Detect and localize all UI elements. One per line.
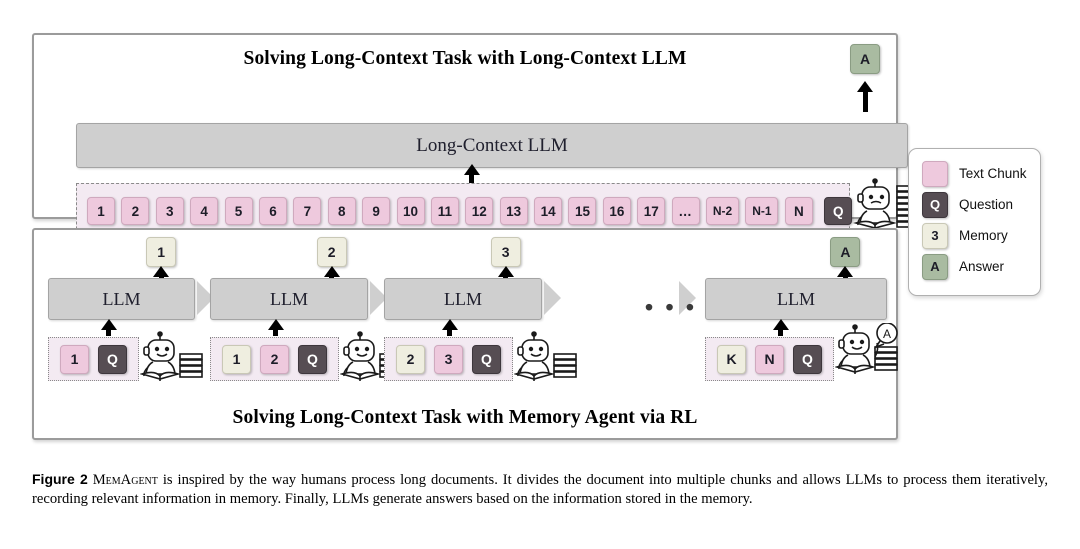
llm-bar-step-4: LLM [705,278,887,320]
bottom-panel: Solving Long-Context Task with Memory Ag… [32,228,898,440]
legend-label: Memory [959,228,1008,243]
happy-robot-reading-icon [514,331,577,381]
input-token-box: Q [793,344,822,374]
input-token-box: 1 [60,344,89,374]
chunk-box: 5 [224,197,253,225]
output-arrow-head [837,266,854,277]
llm-bar-step-3: LLM [384,278,542,320]
input-arrow-head [267,319,284,330]
legend-row: 3 Memory [909,220,1040,251]
input-arrow [273,324,279,336]
svg-text:A: A [883,327,891,341]
llm-bar-label: LLM [270,288,308,309]
step-output-box-1: 1 [146,237,177,267]
llm-bar-label: LLM [777,288,815,309]
chunk-box: 16 [602,197,631,225]
legend-swatch-memory: 3 [922,222,948,249]
input-token-box: 2 [260,344,289,374]
input-token-box: K [717,344,746,374]
output-arrow-head [497,266,514,277]
figure-caption: Figure 2 MemAgent is inspired by the way… [32,470,1048,510]
figure-number: Figure 2 [32,471,88,487]
chunk-box: 3 [155,197,184,225]
step-connector-triangle [544,281,561,315]
chunk-box: 1 [87,197,115,225]
chunk-box: 15 [568,197,597,225]
chunk-box: 4 [190,197,219,225]
top-answer-box: A [850,44,880,74]
top-panel: Solving Long-Context Task with Long-Cont… [32,33,923,239]
chunk-box: 2 [121,197,150,225]
output-arrow-head [323,266,340,277]
llm-bar-step-2: LLM [210,278,368,320]
legend-row: Q Question [909,189,1040,220]
input-token-box: N [755,344,784,374]
legend-row: A Answer [909,251,1040,282]
chunk-box: 6 [258,197,287,225]
legend-swatch-answer: A [922,253,948,280]
happy-robot-reading-icon [140,331,203,381]
question-box: Q [824,197,853,225]
legend-swatch-chunk [922,160,948,187]
happy-robot-answer-icon: A [835,323,898,374]
input-token-box: 1 [222,344,251,374]
chunk-box: 14 [534,197,563,225]
llm-bar-label: LLM [102,288,141,309]
bottom-panel-title: Solving Long-Context Task with Memory Ag… [232,407,698,428]
input-arrow-head [441,319,458,330]
llm-bar-label: LLM [444,288,482,309]
chunk-box: 12 [465,197,494,225]
input-token-box: Q [98,344,127,374]
chunk-box: 13 [499,197,528,225]
input-token-box: Q [472,344,501,374]
caption-body: is inspired by the way humans process lo… [32,472,1048,508]
input-arrow-head [100,319,117,330]
chunk-box: … [671,197,700,225]
input-token-box: 2 [396,344,425,374]
long-context-llm-bar: Long-Context LLM [76,123,908,168]
step-connector-triangle [679,281,696,315]
legend-label: Question [959,197,1014,212]
input-arrow [778,324,784,336]
step-output-box-3: 3 [490,237,521,267]
chunk-box: 11 [430,197,459,225]
chunk-box: 10 [396,197,425,225]
chunk-box: 9 [362,197,391,225]
chunk-box: N-1 [745,197,779,225]
chunk-box: 17 [637,197,666,225]
top-panel-title: Solving Long-Context Task with Long-Cont… [243,48,687,69]
chunk-box: N [784,197,813,225]
input-token-box: Q [298,344,327,374]
step-output-box-4: A [830,237,861,267]
llm-bar-step-1: LLM [48,278,195,320]
input-arrow [106,324,112,336]
step-connector-triangle [197,281,214,315]
caption-lead: MemAgent [92,472,158,488]
legend-swatch-question: Q [922,191,948,218]
step-connector-triangle [370,281,387,315]
input-token-box: 3 [434,344,463,374]
output-arrow-head [153,266,170,277]
legend-row: Text Chunk [909,158,1040,189]
legend-label: Answer [959,259,1005,274]
legend-label: Text Chunk [959,166,1027,181]
steps-ellipsis: • • • [645,294,697,320]
chunk-box: 8 [327,197,356,225]
step-output-box-2: 2 [316,237,347,267]
chunk-box: N-2 [706,197,740,225]
input-arrow-head [772,319,789,330]
input-arrow [447,324,453,336]
long-context-llm-label: Long-Context LLM [416,134,568,156]
chunk-box: 7 [293,197,322,225]
